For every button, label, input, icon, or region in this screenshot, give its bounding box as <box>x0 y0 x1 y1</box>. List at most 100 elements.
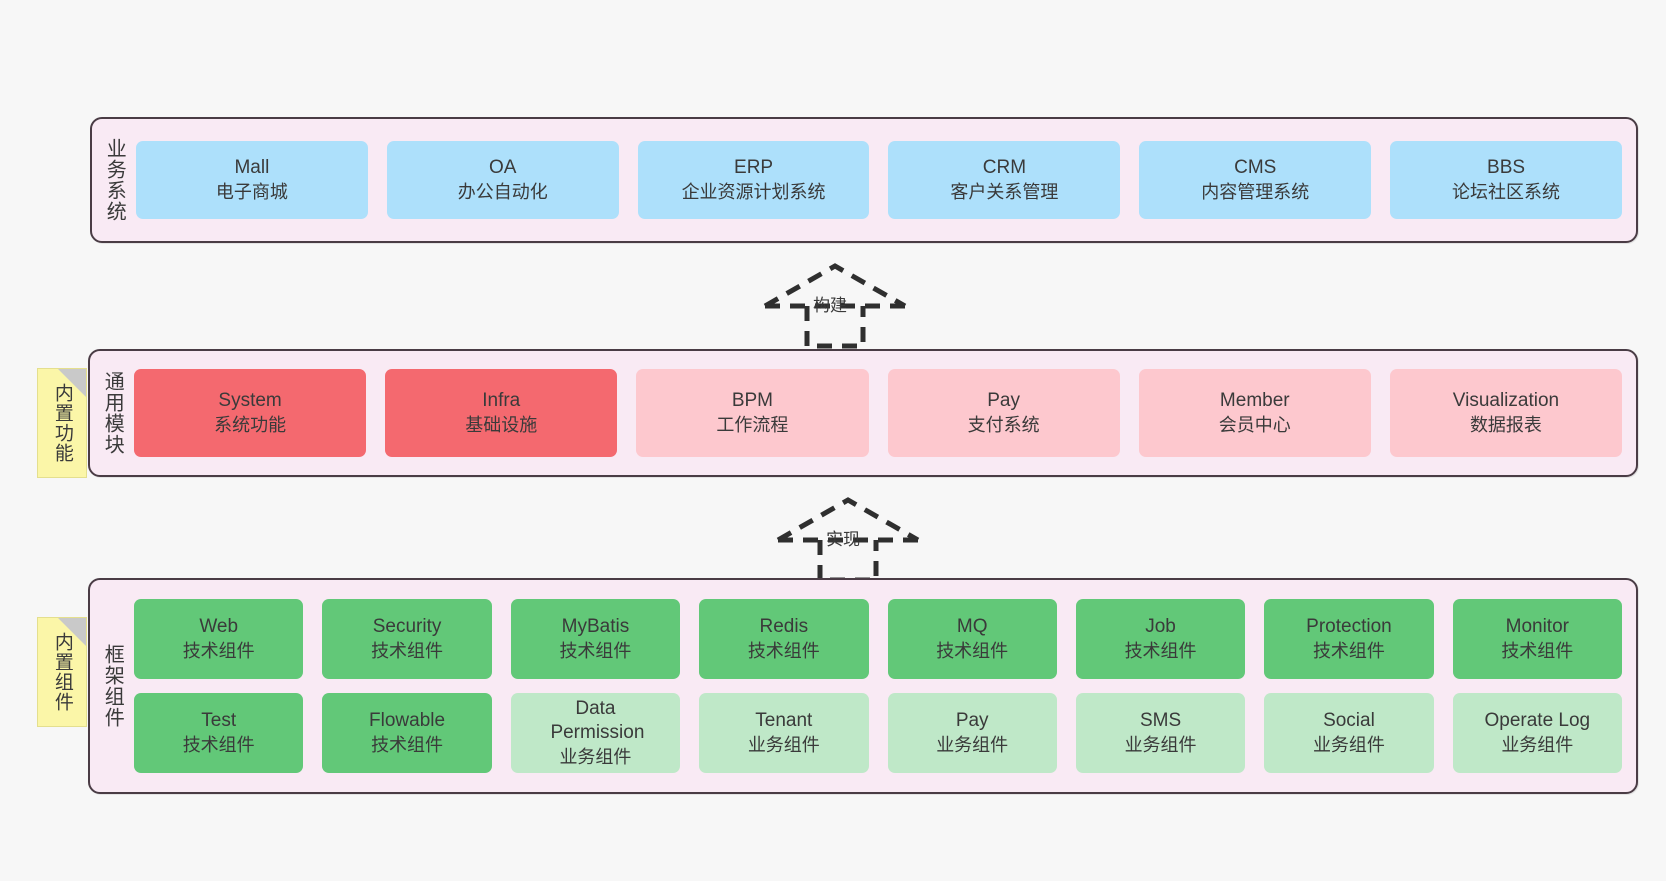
card-bbs[interactable]: BBS 论坛社区系统 <box>1390 141 1622 219</box>
card-title-en: MyBatis <box>561 616 630 638</box>
card-title-en: Web <box>199 616 239 638</box>
card-visualization[interactable]: Visualization 数据报表 <box>1389 369 1623 457</box>
card-pay-module[interactable]: Pay 支付系统 <box>887 369 1120 457</box>
card-title-cn: 业务组件 <box>936 734 1009 755</box>
layer-body-framework-component: Web 技术组件 Security 技术组件 MyBatis 技术组件 Redi… <box>134 580 1636 792</box>
card-title-en: CRM <box>982 157 1027 179</box>
card-title-en: Member <box>1219 390 1290 412</box>
card-title-en: Mall <box>234 157 270 179</box>
card-title-cn: 支付系统 <box>967 414 1040 435</box>
card-title-en: MQ <box>956 616 988 638</box>
card-title-cn: 技术组件 <box>1501 640 1574 661</box>
card-title-cn: 技术组件 <box>182 734 255 755</box>
connector-implement-label: 实现 <box>826 530 860 549</box>
card-erp[interactable]: ERP 企业资源计划系统 <box>637 141 870 219</box>
card-title-en: Tenant <box>755 710 813 732</box>
card-title-cn: 技术组件 <box>559 640 632 661</box>
layer-business-system: 业务系统 Mall 电子商城 OA 办公自动化 ERP 企业资源计划系统 CRM… <box>90 117 1638 243</box>
card-oa[interactable]: OA 办公自动化 <box>386 141 619 219</box>
layer-body-common-module: System 系统功能 Infra 基础设施 BPM 工作流程 Pay 支付系统… <box>134 351 1636 475</box>
card-title-cn: 业务组件 <box>1312 734 1385 755</box>
card-operate-log[interactable]: Operate Log 业务组件 <box>1452 693 1622 773</box>
dashed-hollow-triangle-arrow-icon <box>776 497 920 583</box>
card-title-en: Visualization <box>1452 390 1560 412</box>
card-tenant[interactable]: Tenant 业务组件 <box>699 693 869 773</box>
card-security[interactable]: Security 技术组件 <box>322 599 492 679</box>
connector-build-label: 构建 <box>813 296 847 315</box>
dashed-hollow-triangle-arrow-icon <box>763 263 907 349</box>
card-row: Mall 电子商城 OA 办公自动化 ERP 企业资源计划系统 CRM 客户关系… <box>136 141 1622 219</box>
card-title-en: Social <box>1323 710 1375 732</box>
card-title-en: System <box>218 390 282 412</box>
card-member[interactable]: Member 会员中心 <box>1138 369 1371 457</box>
card-web[interactable]: Web 技术组件 <box>134 599 304 679</box>
note-builtin-features: 内置功能 <box>37 368 87 478</box>
card-row: Test 技术组件 Flowable 技术组件 Data Permission … <box>134 693 1622 773</box>
card-title-cn: 系统功能 <box>214 414 287 435</box>
card-title-cn: 基础设施 <box>465 414 538 435</box>
card-title-cn: 内容管理系统 <box>1201 181 1310 202</box>
card-cms[interactable]: CMS 内容管理系统 <box>1139 141 1372 219</box>
card-data-permission[interactable]: Data Permission 业务组件 <box>510 693 681 773</box>
card-row: System 系统功能 Infra 基础设施 BPM 工作流程 Pay 支付系统… <box>134 369 1623 457</box>
card-redis[interactable]: Redis 技术组件 <box>699 599 869 679</box>
card-title-en: Operate Log <box>1484 710 1591 732</box>
card-title-en: BBS <box>1487 157 1526 179</box>
card-title-cn: 技术组件 <box>182 640 255 661</box>
card-title-cn: 技术组件 <box>936 640 1009 661</box>
card-pay-component[interactable]: Pay 业务组件 <box>887 693 1057 773</box>
connector-implement: 实现 <box>768 492 928 584</box>
connector-build: 构建 <box>755 258 915 350</box>
layer-framework-component: 框架组件 Web 技术组件 Security 技术组件 MyBatis 技术组件… <box>88 578 1638 794</box>
card-infra[interactable]: Infra 基础设施 <box>385 369 618 457</box>
card-title-en: Pay <box>955 710 989 732</box>
card-title-en: SMS <box>1139 710 1182 732</box>
card-sms[interactable]: SMS 业务组件 <box>1075 693 1246 773</box>
card-title-cn: 技术组件 <box>371 734 444 755</box>
card-protection[interactable]: Protection 技术组件 <box>1264 599 1434 679</box>
card-mq[interactable]: MQ 技术组件 <box>887 599 1057 679</box>
layer-body-business-system: Mall 电子商城 OA 办公自动化 ERP 企业资源计划系统 CRM 客户关系… <box>136 119 1636 241</box>
card-title-cn: 企业资源计划系统 <box>681 181 826 202</box>
card-title-en: CMS <box>1234 157 1277 179</box>
card-mall[interactable]: Mall 电子商城 <box>136 141 368 219</box>
card-bpm[interactable]: BPM 工作流程 <box>636 369 869 457</box>
card-social[interactable]: Social 业务组件 <box>1264 693 1434 773</box>
card-title-en: Flowable <box>369 710 446 732</box>
card-title-en: OA <box>489 157 517 179</box>
card-title-cn: 工作流程 <box>716 414 789 435</box>
card-title-en: Redis <box>759 616 809 638</box>
card-system[interactable]: System 系统功能 <box>134 369 367 457</box>
card-title-cn: 技术组件 <box>371 640 444 661</box>
card-title-cn: 业务组件 <box>559 746 632 767</box>
card-flowable[interactable]: Flowable 技术组件 <box>322 693 492 773</box>
card-title-cn: 客户关系管理 <box>950 181 1059 202</box>
card-job[interactable]: Job 技术组件 <box>1075 599 1246 679</box>
card-title-cn: 数据报表 <box>1469 414 1542 435</box>
card-title-en: Job <box>1145 616 1176 638</box>
card-crm[interactable]: CRM 客户关系管理 <box>888 141 1121 219</box>
layer-title-common-module: 通用模块 <box>101 371 124 455</box>
card-title-en: Infra <box>482 390 521 412</box>
card-title-en: Security <box>372 616 442 638</box>
card-title-cn: 电子商城 <box>215 181 288 202</box>
card-title-cn: 业务组件 <box>1501 734 1574 755</box>
card-title-cn: 业务组件 <box>1124 734 1197 755</box>
card-title-cn: 会员中心 <box>1218 414 1291 435</box>
card-test[interactable]: Test 技术组件 <box>134 693 304 773</box>
card-monitor[interactable]: Monitor 技术组件 <box>1452 599 1622 679</box>
card-title-en: Data Permission <box>550 698 645 744</box>
card-row: Web 技术组件 Security 技术组件 MyBatis 技术组件 Redi… <box>134 599 1622 679</box>
card-title-cn: 技术组件 <box>747 640 820 661</box>
card-title-en: Monitor <box>1505 616 1569 638</box>
note-builtin-components: 内置组件 <box>37 617 87 727</box>
note-label: 内置组件 <box>51 632 73 712</box>
card-title-en: ERP <box>734 157 774 179</box>
card-mybatis[interactable]: MyBatis 技术组件 <box>510 599 681 679</box>
card-title-cn: 论坛社区系统 <box>1452 181 1561 202</box>
card-title-cn: 业务组件 <box>747 734 820 755</box>
layer-title-business-system: 业务系统 <box>103 138 126 222</box>
card-title-en: BPM <box>731 390 774 412</box>
card-title-cn: 技术组件 <box>1124 640 1197 661</box>
layer-common-module: 通用模块 System 系统功能 Infra 基础设施 BPM 工作流程 Pay… <box>88 349 1638 477</box>
